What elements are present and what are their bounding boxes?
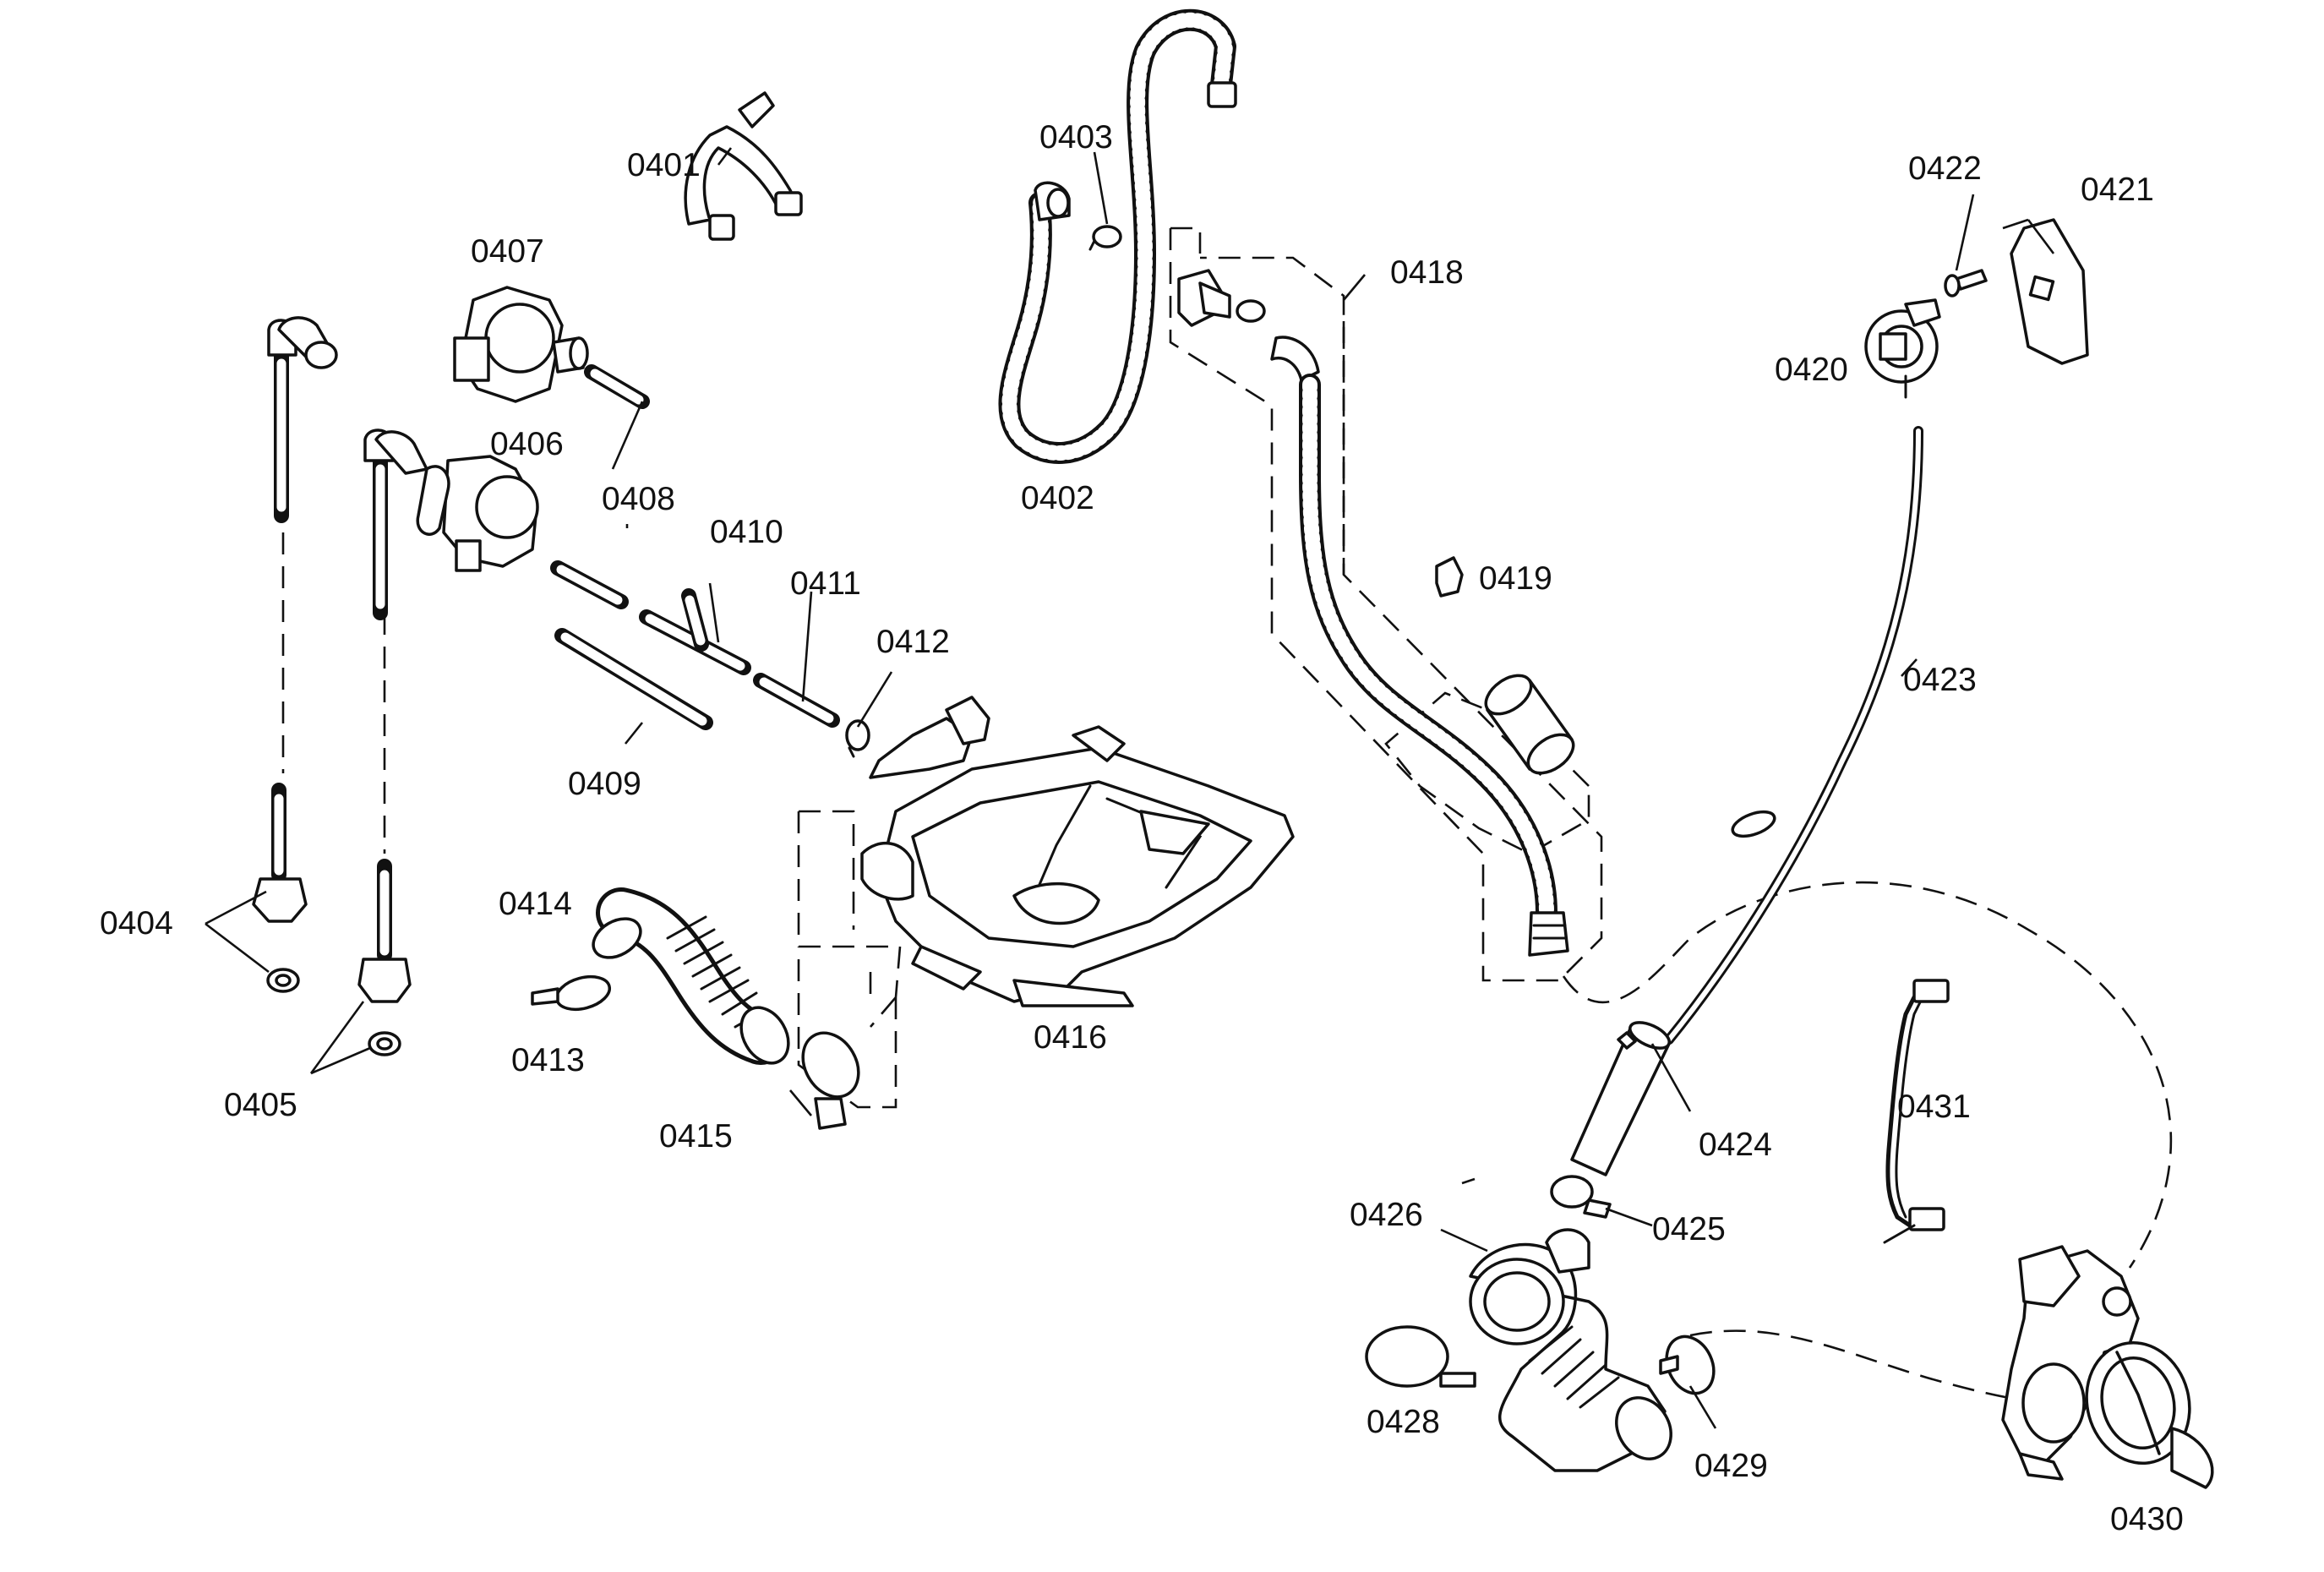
label-0403: 0403 <box>1039 119 1113 156</box>
label-0431: 0431 <box>1897 1089 1971 1125</box>
label-0421: 0421 <box>2081 172 2154 208</box>
part-0423-pressure-tube <box>1664 426 1923 1045</box>
part-0410-y-tube <box>639 588 751 675</box>
part-0416-dispenser <box>860 696 1295 1007</box>
label-0428: 0428 <box>1367 1404 1440 1440</box>
label-0419: 0419 <box>1479 560 1552 597</box>
label-0410: 0410 <box>710 514 783 550</box>
label-0414: 0414 <box>499 886 572 922</box>
label-0415: 0415 <box>659 1118 733 1154</box>
part-0419-clip <box>1435 556 1464 598</box>
assembly-dashed-lines <box>281 227 2173 1405</box>
part-0407-inlet-valve <box>453 286 589 403</box>
part-0408-tube <box>550 364 650 609</box>
leader-lines <box>205 147 2055 1429</box>
part-0421-bracket <box>2010 218 2089 365</box>
part-0403-clamp <box>1088 225 1122 251</box>
part-0429-clamp <box>1659 1335 1716 1395</box>
part-0405-inlet-hose <box>357 428 428 1056</box>
part-0406-inlet-valve <box>416 455 539 572</box>
part-0422-screw <box>1944 269 1988 297</box>
part-0412-clamp <box>845 719 870 758</box>
part-0414-bellows-hose <box>592 887 790 1065</box>
part-labels: 0401 0402 0403 0404 0405 0406 0407 0408 … <box>100 119 2184 1537</box>
part-0431-wire-harness <box>1883 979 1950 1244</box>
label-0405: 0405 <box>224 1087 297 1123</box>
part-0402-corrugated-hose <box>998 8 1237 464</box>
label-0409: 0409 <box>568 766 641 802</box>
label-0430: 0430 <box>2110 1501 2184 1537</box>
part-0418-sleeve <box>1484 674 1575 775</box>
label-0407: 0407 <box>471 233 544 270</box>
part-0401-y-connector <box>684 91 803 241</box>
part-0430-drain-pump <box>2001 1245 2214 1489</box>
part-0409-tube <box>554 628 713 730</box>
label-0423: 0423 <box>1903 662 1977 698</box>
label-0420: 0420 <box>1775 352 1848 388</box>
label-0416: 0416 <box>1034 1019 1107 1056</box>
part-0424-air-trap <box>1570 1021 1671 1176</box>
label-0412: 0412 <box>876 624 950 660</box>
part-0413-clamp <box>531 974 612 1012</box>
part-0426-sump-hose <box>1469 1228 1672 1472</box>
label-0411: 0411 <box>790 565 861 602</box>
label-0413: 0413 <box>511 1042 585 1078</box>
label-0406: 0406 <box>490 426 564 462</box>
label-0402: 0402 <box>1021 480 1094 516</box>
label-0418: 0418 <box>1390 254 1464 291</box>
label-0408: 0408 <box>602 481 675 517</box>
label-0401: 0401 <box>627 147 701 183</box>
part-0428-clamp <box>1365 1325 1476 1388</box>
part-0418-drain-hose <box>1177 269 1569 957</box>
part-0420-pressure-switch <box>1864 298 1941 399</box>
label-0422: 0422 <box>1908 150 1982 187</box>
label-0424: 0424 <box>1699 1127 1772 1163</box>
label-0426: 0426 <box>1350 1197 1423 1233</box>
part-0411-tube <box>753 673 840 728</box>
part-0415-clamp <box>801 1031 860 1130</box>
part-0425-clamp <box>1550 1175 1612 1219</box>
part-0404-inlet-hose <box>252 316 338 993</box>
label-0404: 0404 <box>100 905 173 942</box>
label-0425: 0425 <box>1652 1211 1726 1247</box>
label-0429: 0429 <box>1694 1448 1768 1484</box>
